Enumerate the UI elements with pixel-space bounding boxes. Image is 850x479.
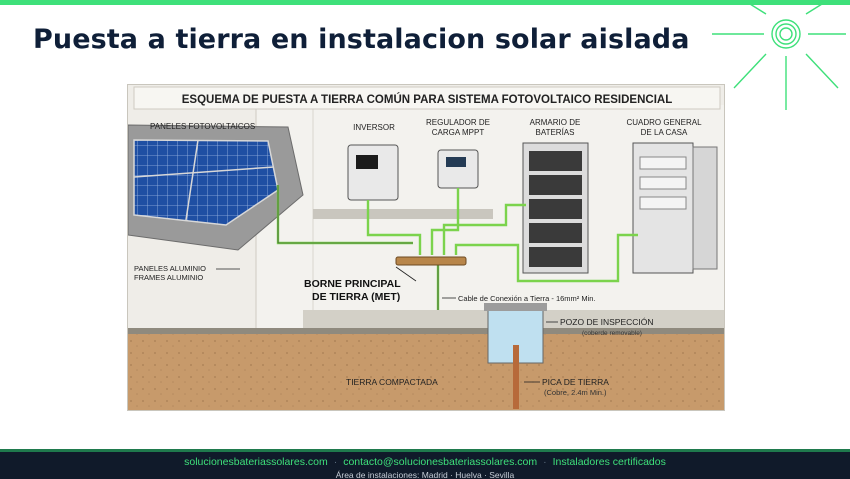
label-regulator-1: REGULADOR DE: [426, 118, 490, 127]
ground-rod: [513, 345, 519, 409]
label-panel-board-2: DE LA CASA: [641, 128, 688, 137]
label-rod-2: (Cobre, 2.4m Min.): [544, 388, 607, 397]
grounding-diagram: ESQUEMA DE PUESTA A TIERRA COMÚN PARA SI…: [127, 84, 725, 411]
footer-certified: Instaladores certificados: [552, 456, 666, 468]
label-pit-2: (coberde removable): [582, 330, 642, 337]
label-panels: PANELES FOTOVOLTAICOS: [150, 122, 255, 131]
label-inverter: INVERSOR: [353, 123, 395, 132]
label-pit-1: POZO DE INSPECCIÓN: [560, 317, 654, 327]
footer: solucionesbateriassolares.com · contacto@s…: [0, 449, 850, 479]
label-panel-board-1: CUADRO GENERAL: [626, 118, 702, 127]
label-battery-2: BATERÍAS: [536, 128, 575, 137]
footer-email-link[interactable]: contacto@solucionesbateriassolares.com: [343, 456, 538, 468]
soil: [128, 333, 724, 410]
top-accent-bar: [0, 0, 850, 5]
label-battery-1: ARMARIO DE: [530, 118, 581, 127]
label-cable: Cable de Conexión a Tierra - 16mm² Min.: [458, 294, 596, 303]
inverter-unit: [347, 144, 399, 201]
mppt-regulator: [437, 149, 479, 189]
label-met-1: BORNE PRINCIPAL: [304, 278, 401, 290]
footer-service-area: Área de instalaciones: Madrid · Huelva ·…: [335, 470, 515, 479]
label-frames-2: FRAMES ALUMINIO: [134, 273, 203, 282]
slide-title: Puesta a tierra en instalacion solar ais…: [33, 24, 690, 55]
sun-icon: [712, 4, 846, 110]
label-frames-1: PANELES ALUMINIO: [134, 264, 206, 273]
label-soil: TIERRA COMPACTADA: [346, 377, 438, 387]
label-regulator-2: CARGA MPPT: [432, 128, 485, 137]
label-met-2: DE TIERRA (MET): [312, 291, 400, 303]
footer-separator: ·: [333, 456, 338, 468]
met-busbar: [395, 256, 467, 266]
footer-separator: ·: [543, 456, 547, 468]
footer-site-link[interactable]: solucionesbateriassolares.com: [184, 456, 328, 468]
footer-links: solucionesbateriassolares.com · contacto@s…: [0, 456, 850, 468]
diagram-heading: ESQUEMA DE PUESTA A TIERRA COMÚN PARA SI…: [182, 93, 672, 106]
label-rod-1: PICA DE TIERRA: [542, 377, 609, 387]
solar-panel-array: [133, 139, 279, 226]
